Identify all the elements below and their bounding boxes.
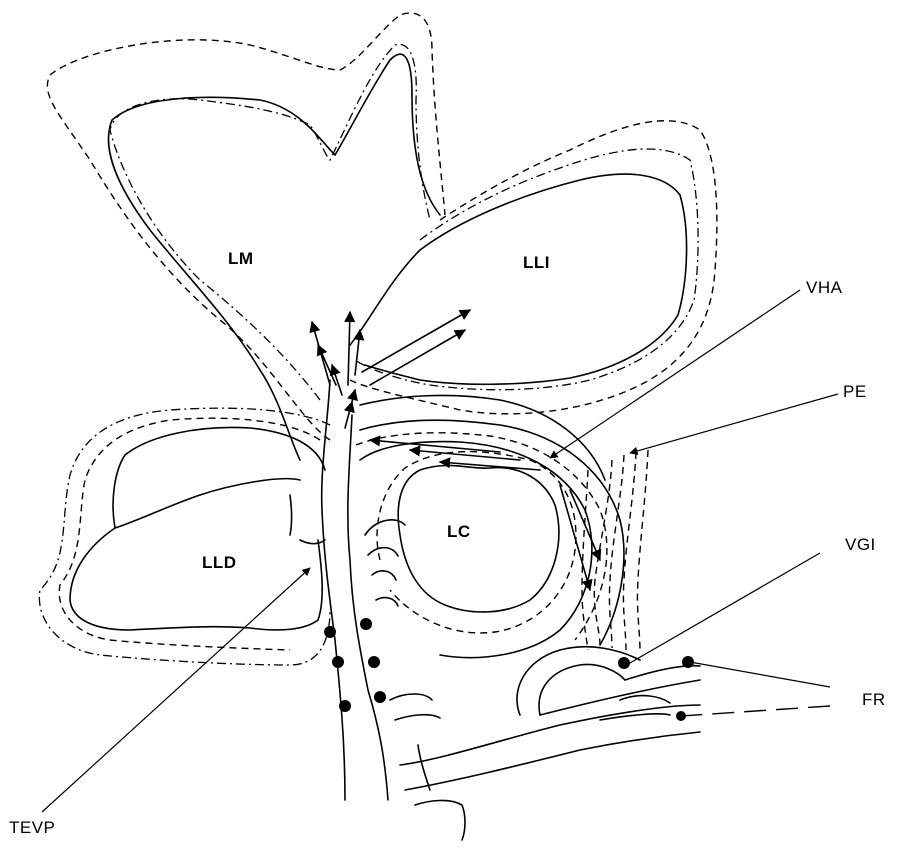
- label-vha: VHA: [806, 278, 842, 298]
- label-tevp: TEVP: [9, 818, 55, 838]
- marker-dot: [374, 691, 386, 703]
- label-pointers: [42, 290, 838, 812]
- label-lm: LM: [228, 249, 254, 269]
- label-pe: PE: [843, 382, 867, 402]
- marker-dot: [618, 657, 630, 669]
- label-fr: FR: [862, 690, 886, 710]
- label-vgi: VGI: [845, 535, 876, 555]
- fiber-arrows: [312, 310, 600, 590]
- lm-outline: [47, 13, 445, 460]
- label-lc: LC: [447, 522, 471, 542]
- marker-dot: [360, 618, 372, 630]
- label-lld: LLD: [202, 553, 237, 573]
- marker-dot: [339, 700, 351, 712]
- lower-structures: [390, 647, 700, 840]
- cell-markers: [324, 618, 694, 721]
- lld-outline: [39, 408, 330, 665]
- marker-dot: [332, 656, 344, 668]
- marker-dot: [324, 626, 336, 638]
- label-lli: LLI: [523, 253, 550, 273]
- marker-dot: [368, 656, 380, 668]
